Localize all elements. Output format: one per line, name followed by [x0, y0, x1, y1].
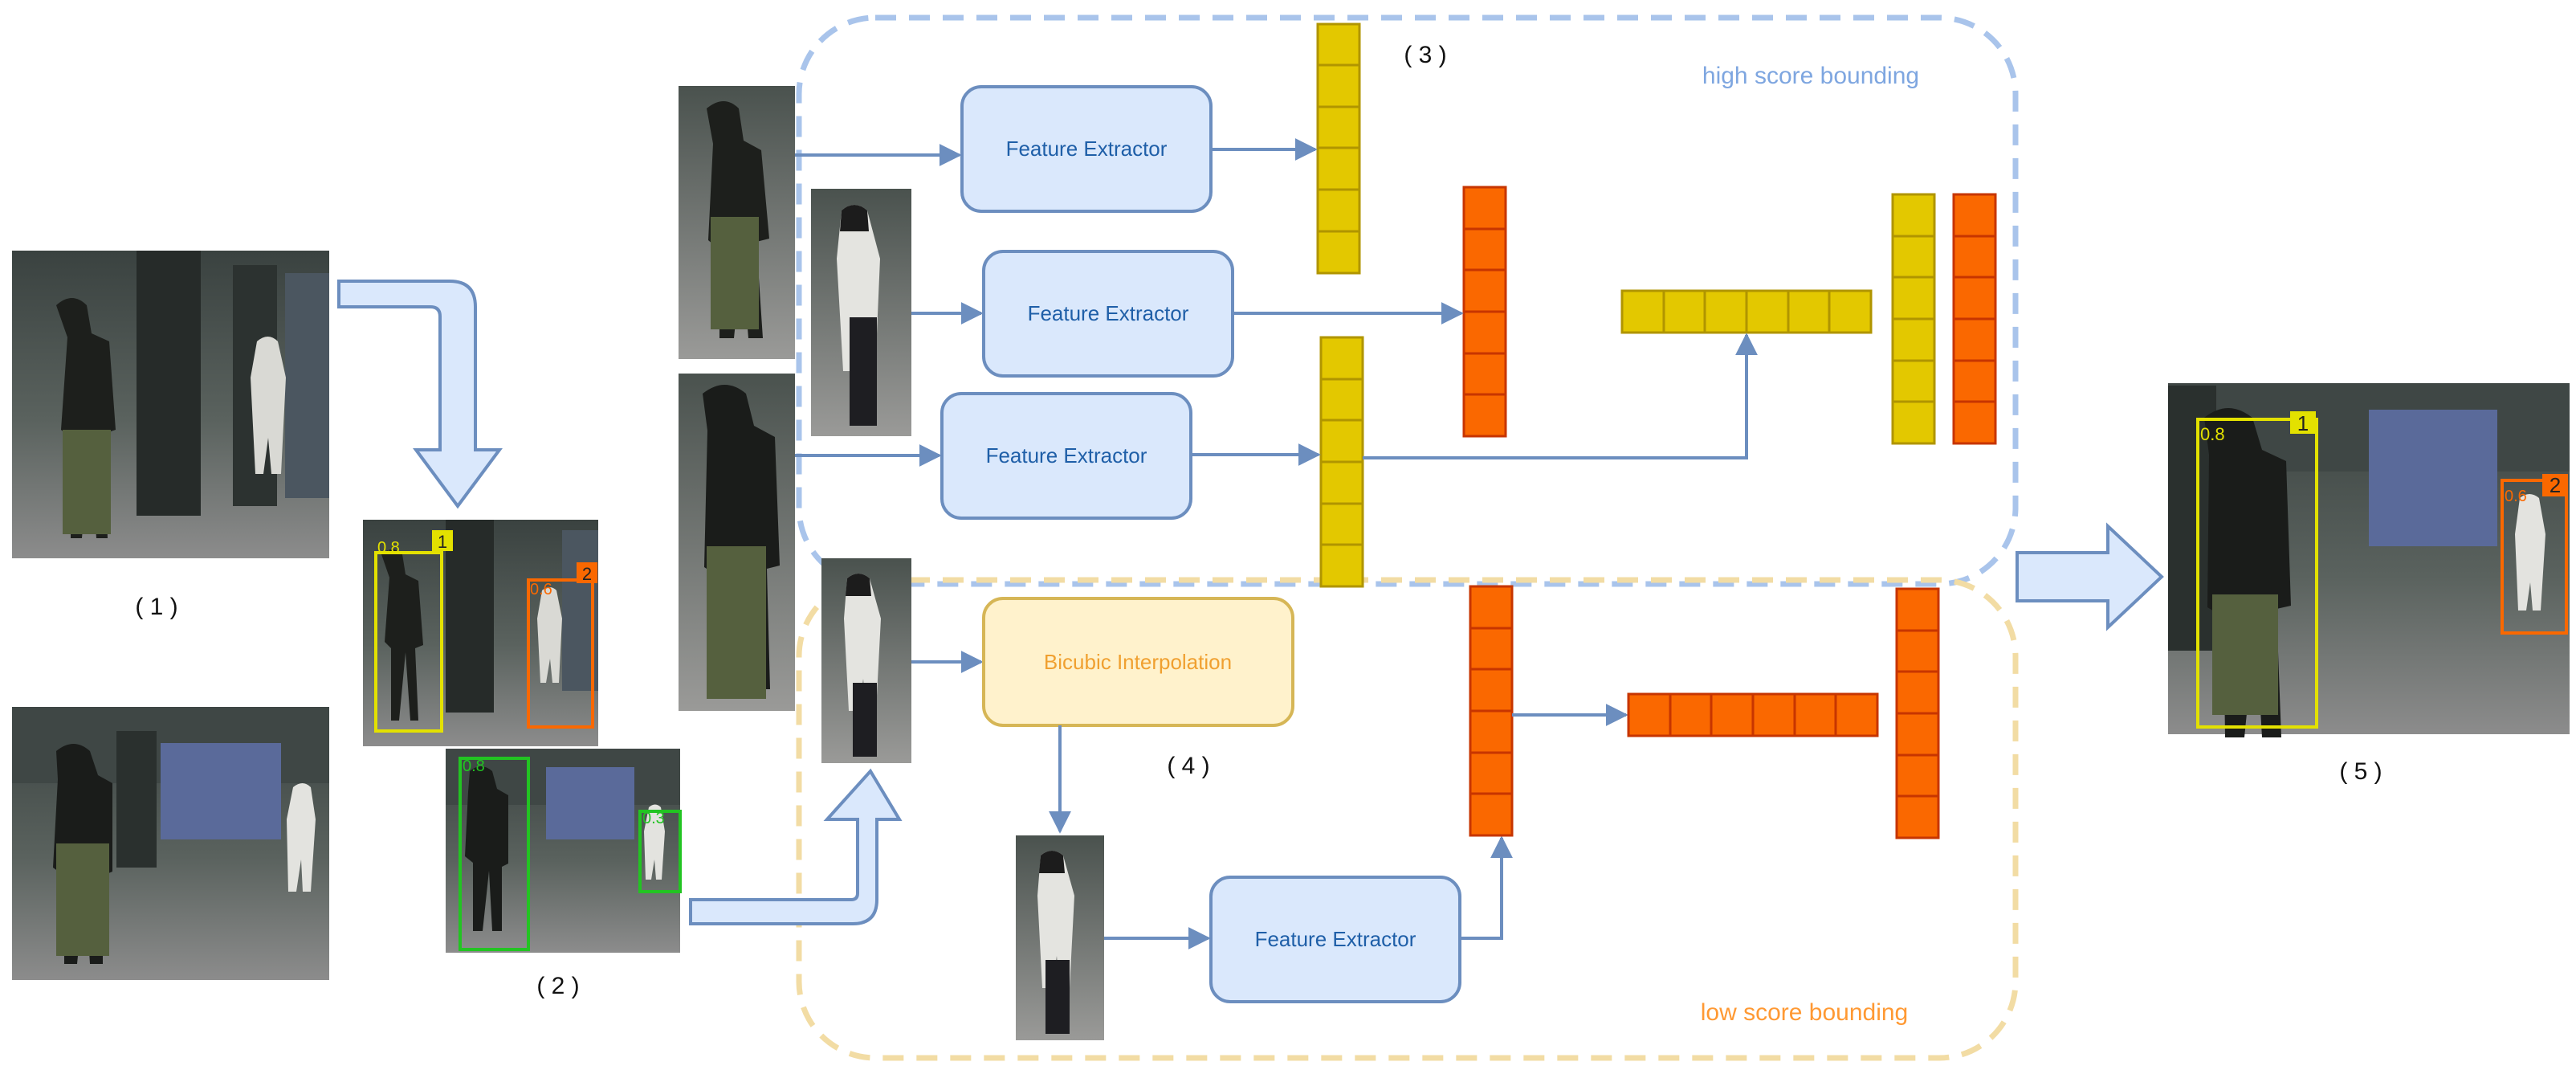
low-score-region — [796, 577, 2019, 1061]
feature-vector-orange-result — [1952, 193, 1997, 445]
low-region-label: low score bounding — [1701, 999, 1909, 1026]
frame2-top-photo: 1 0.8 2 0.6 — [363, 520, 598, 746]
frame2-bottom-score1: 0.8 — [463, 758, 485, 775]
feature-vector-yellow-3 — [1319, 336, 1364, 588]
frame2-bottom-score2: 0.3 — [642, 810, 665, 827]
frame1-bottom-photo — [12, 707, 329, 980]
arrow-vec3-to-horizontal — [1363, 333, 1758, 459]
feature-vector-orange-4 — [1469, 585, 1514, 837]
crop-person1-a — [679, 86, 795, 359]
frame2-top-id1: 1 — [438, 532, 447, 552]
feature-extractor-2-label: Feature Extractor — [1028, 301, 1189, 325]
frame2-top-id2: 2 — [582, 564, 592, 584]
bicubic-interpolation-box — [982, 597, 1294, 727]
result-frame-photo: 1 0.8 2 0.6 — [2168, 383, 2570, 737]
bicubic-interpolation-label: Bicubic Interpolation — [1044, 650, 1232, 674]
result-id2: 2 — [2550, 473, 2561, 497]
frame1-top-photo — [12, 251, 329, 558]
crop-person2-upscaled — [1016, 835, 1104, 1040]
step1-label: ( 1 ) — [135, 594, 177, 620]
result-id1: 1 — [2297, 411, 2309, 435]
feature-extractor-3-label: Feature Extractor — [986, 443, 1147, 468]
step4-label: ( 4 ) — [1167, 753, 1209, 779]
frame2-bottom-photo: 0.8 0.3 — [446, 749, 682, 953]
result-score2: 0.6 — [2505, 488, 2527, 505]
feature-vector-orange-2 — [1462, 186, 1507, 438]
feature-extractor-4-label: Feature Extractor — [1255, 927, 1416, 951]
arrow-2-to-4 — [689, 768, 903, 925]
frame2-top-score2: 0.6 — [530, 581, 552, 598]
crop-person1-b — [679, 374, 795, 711]
arrow-fe4-to-vec4 — [1460, 835, 1513, 940]
high-score-region — [796, 14, 2019, 587]
feature-vector-yellow-1 — [1316, 22, 1361, 275]
arrow-1-to-2 — [337, 280, 503, 509]
feature-vector-yellow-result — [1891, 193, 1936, 445]
result-score1: 0.8 — [2200, 424, 2225, 444]
step5-label: ( 5 ) — [2339, 758, 2382, 785]
feature-vector-yellow-horizontal — [1620, 289, 1873, 334]
arrow-to-result — [2016, 522, 2164, 631]
crop-person2-a — [811, 189, 911, 436]
step3-label: ( 3 ) — [1404, 42, 1446, 68]
frame2-top-score1: 0.8 — [377, 539, 400, 557]
high-region-label: high score bounding — [1702, 63, 1919, 89]
feature-vector-orange-horizontal — [1627, 692, 1879, 737]
crop-person2-b — [821, 558, 911, 763]
feature-vector-orange-low-result — [1895, 587, 1940, 839]
step2-label: ( 2 ) — [536, 973, 579, 999]
feature-extractor-1-label: Feature Extractor — [1006, 137, 1168, 161]
